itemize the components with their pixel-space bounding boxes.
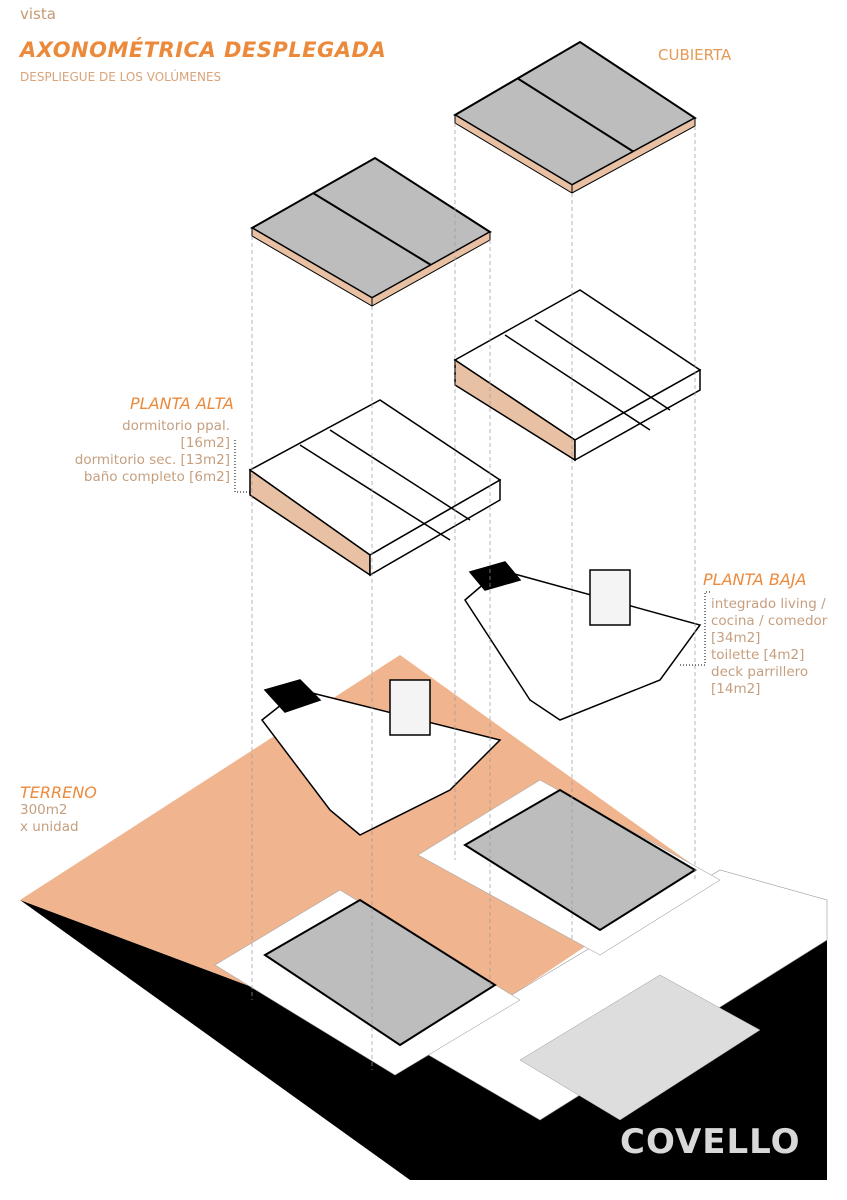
view-kicker: vista — [20, 5, 56, 23]
label-planta-baja: PLANTA BAJA — [703, 570, 807, 589]
room-item: [34m2] — [711, 630, 761, 646]
planta-baja-lower — [260, 679, 502, 836]
terrain-plot — [20, 655, 700, 1050]
roof-left — [249, 156, 492, 307]
room-item: integrado living / — [711, 596, 826, 612]
planta-alta-left — [248, 399, 502, 577]
page-subtitle: DESPLIEGUE DE LOS VOLÚMENES — [20, 70, 222, 84]
terreno-details: 300m2 x unidad — [20, 802, 79, 836]
room-item: [14m2] — [711, 681, 761, 697]
planta-alta-rooms: dormitorio ppal. [16m2] dormitorio sec. … — [70, 418, 230, 486]
hatched-path — [519, 974, 761, 1121]
room-item: toilette [4m2] — [711, 647, 805, 663]
label-cubierta: CUBIERTA — [658, 46, 732, 64]
room-item: baño completo [6m2] — [83, 469, 230, 485]
room-item: dormitorio ppal. [16m2] — [122, 418, 230, 451]
terreno-unit: x unidad — [20, 819, 79, 835]
floor-plan-lower — [263, 898, 497, 1047]
brand-logo: COVELLO — [620, 1122, 801, 1162]
planta-baja-rooms: integrado living / cocina / comedor [34m… — [711, 596, 847, 698]
page-title: AXONOMÉTRICA DESPLEGADA — [20, 38, 387, 62]
room-item: cocina / comedor — [711, 613, 828, 629]
roof-right — [453, 40, 697, 194]
leader-planta-baja — [680, 591, 710, 666]
leader-planta-alta — [234, 440, 250, 493]
room-item: dormitorio sec. [13m2] — [74, 452, 230, 468]
terreno-area: 300m2 — [20, 802, 68, 818]
room-item: deck parrillero — [711, 664, 809, 680]
projection-lines — [251, 123, 696, 1070]
label-terreno: TERRENO — [20, 783, 97, 802]
planta-alta-right — [453, 289, 702, 462]
label-planta-alta: PLANTA ALTA — [130, 394, 234, 413]
planta-baja-upper — [464, 561, 702, 721]
